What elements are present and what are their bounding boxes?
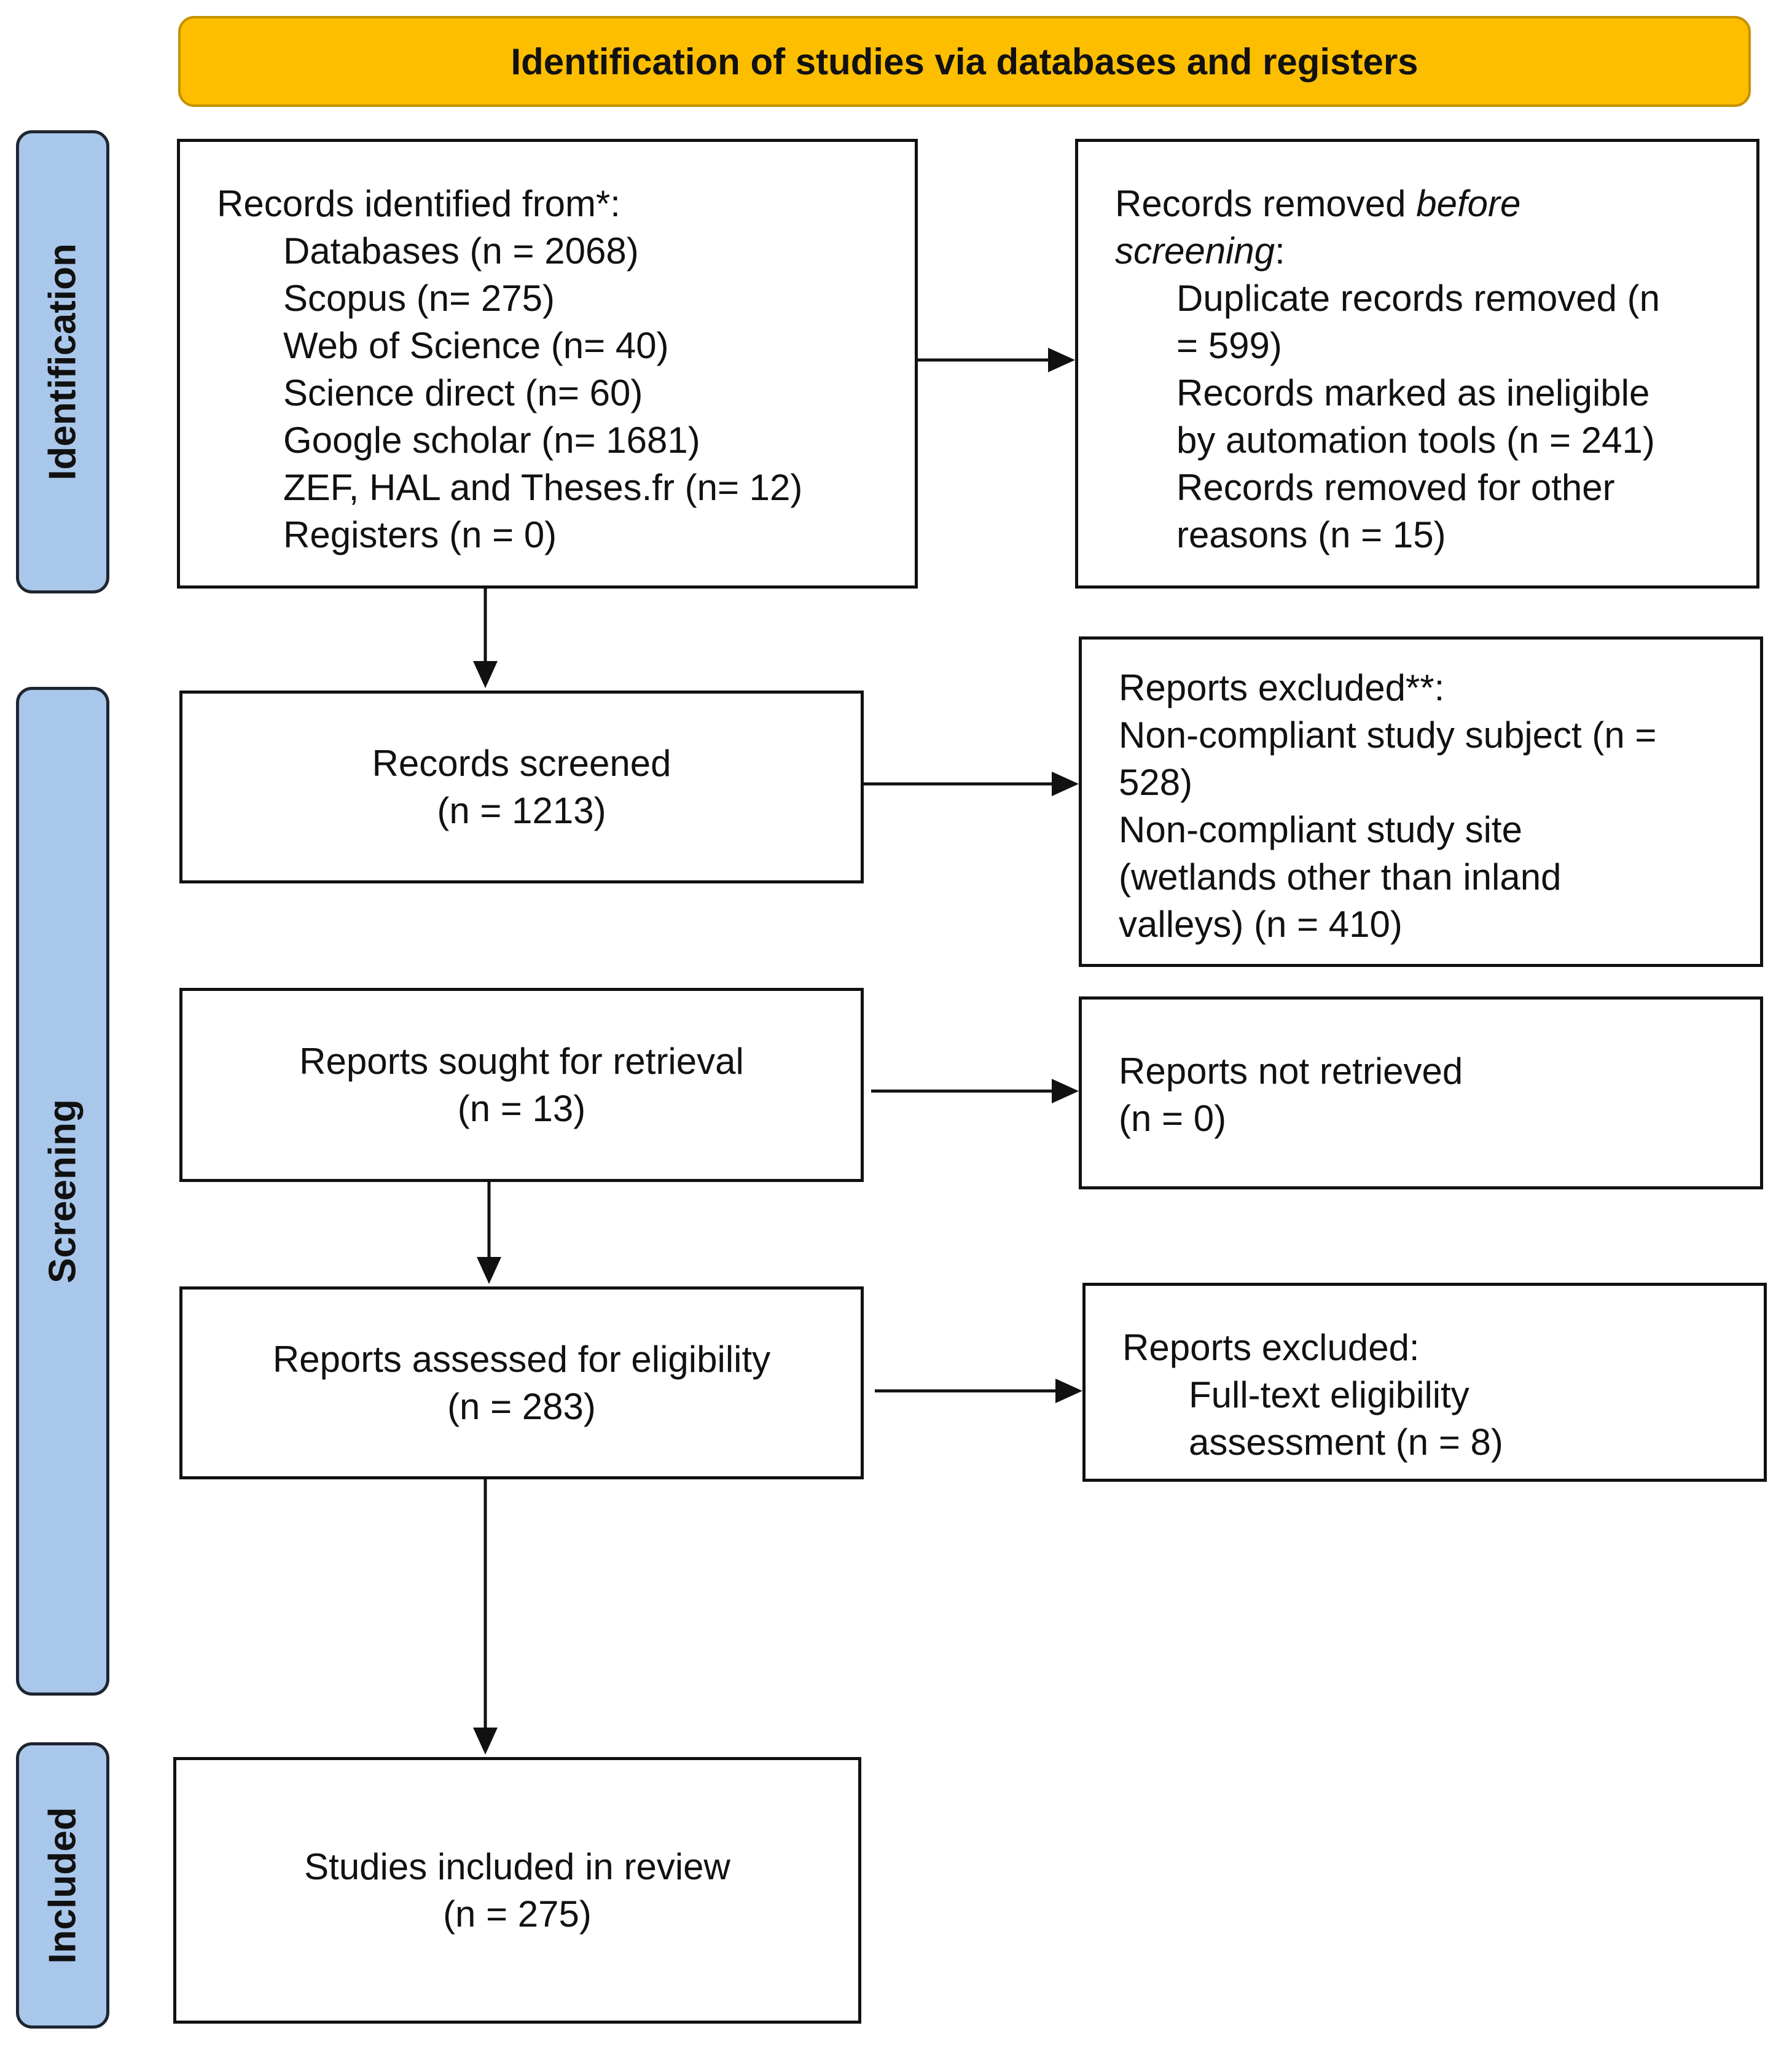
studies-included-label: Studies included in review [304, 1846, 730, 1887]
header-title: Identification of studies via databases … [511, 41, 1418, 82]
reports-assessed-box: Reports assessed for eligibility (n = 28… [179, 1286, 864, 1479]
arrowhead-assessed-to-excluded [1055, 1379, 1082, 1403]
identified-line-sciencedirect: Science direct (n= 60) [283, 372, 643, 413]
excluded-line-3: Non-compliant study site [1119, 809, 1522, 850]
records-screened-box: Records screened (n = 1213) [179, 691, 864, 883]
reports-not-retrieved-box: Reports not retrieved (n = 0) [1079, 996, 1763, 1189]
arrowhead-identified-to-screened [473, 661, 498, 688]
records-screened-label: Records screened [372, 743, 671, 784]
fulltext-line-2: assessment (n = 8) [1189, 1422, 1503, 1463]
phase-included: Included [16, 1742, 109, 2029]
reports-not-retrieved-label: Reports not retrieved [1119, 1051, 1463, 1092]
removed-line-6: reasons (n = 15) [1176, 514, 1446, 555]
reports-not-retrieved-count: (n = 0) [1119, 1098, 1227, 1139]
excluded-line-4: (wetlands other than inland [1119, 856, 1562, 898]
header-banner: Identification of studies via databases … [178, 16, 1751, 107]
removed-line-2: = 599) [1176, 325, 1282, 366]
studies-included-count: (n = 275) [443, 1893, 592, 1935]
records-removed-box: Records removed before screening: Duplic… [1075, 139, 1759, 589]
arrowhead-identified-to-removed [1048, 348, 1075, 372]
identified-line-databases: Databases (n = 2068) [283, 230, 639, 272]
identified-line-wos: Web of Science (n= 40) [283, 325, 669, 366]
arrowhead-sought-to-not-retrieved [1052, 1079, 1079, 1103]
phase-screening: Screening [16, 687, 109, 1696]
records-identified-title: Records identified from*: [217, 183, 620, 224]
records-removed-title: Records removed before [1115, 183, 1521, 224]
excluded-line-5: valleys) (n = 410) [1119, 904, 1403, 945]
reports-excluded-box: Reports excluded**: Non-compliant study … [1079, 636, 1763, 967]
removed-line-5: Records removed for other [1176, 467, 1615, 508]
records-screened-count: (n = 1213) [437, 790, 606, 831]
excluded-line-2: 528) [1119, 762, 1193, 803]
arrowhead-screened-to-excluded [1052, 772, 1079, 796]
removed-line-4: by automation tools (n = 241) [1176, 420, 1655, 461]
reports-assessed-label: Reports assessed for eligibility [272, 1339, 771, 1380]
reports-excluded-fulltext-box: Reports excluded: Full-text eligibility … [1082, 1283, 1767, 1482]
excluded-line-1: Non-compliant study subject (n = [1119, 714, 1657, 756]
reports-assessed-count: (n = 283) [447, 1386, 596, 1427]
reports-sought-count: (n = 13) [457, 1088, 586, 1129]
studies-included-box: Studies included in review (n = 275) [173, 1757, 861, 2024]
removed-line-3: Records marked as ineligible [1176, 372, 1650, 413]
reports-sought-box: Reports sought for retrieval (n = 13) [179, 988, 864, 1182]
records-identified-box: Records identified from*: Databases (n =… [177, 139, 918, 589]
reports-excluded-title: Reports excluded**: [1119, 667, 1445, 708]
phase-identification: Identification [16, 130, 109, 593]
identified-line-registers: Registers (n = 0) [283, 514, 557, 555]
reports-excluded-fulltext-title: Reports excluded: [1122, 1327, 1420, 1368]
reports-sought-label: Reports sought for retrieval [299, 1041, 744, 1082]
identified-line-googlescholar: Google scholar (n= 1681) [283, 420, 700, 461]
fulltext-line-1: Full-text eligibility [1189, 1374, 1469, 1415]
arrowhead-sought-to-assessed [477, 1257, 501, 1284]
removed-line-1: Duplicate records removed (n [1176, 278, 1661, 319]
identified-line-scopus: Scopus (n= 275) [283, 278, 555, 319]
identified-line-zef: ZEF, HAL and Theses.fr (n= 12) [283, 467, 803, 508]
arrowhead-assessed-to-included [473, 1728, 498, 1755]
records-removed-title-cont: screening: [1115, 230, 1285, 272]
